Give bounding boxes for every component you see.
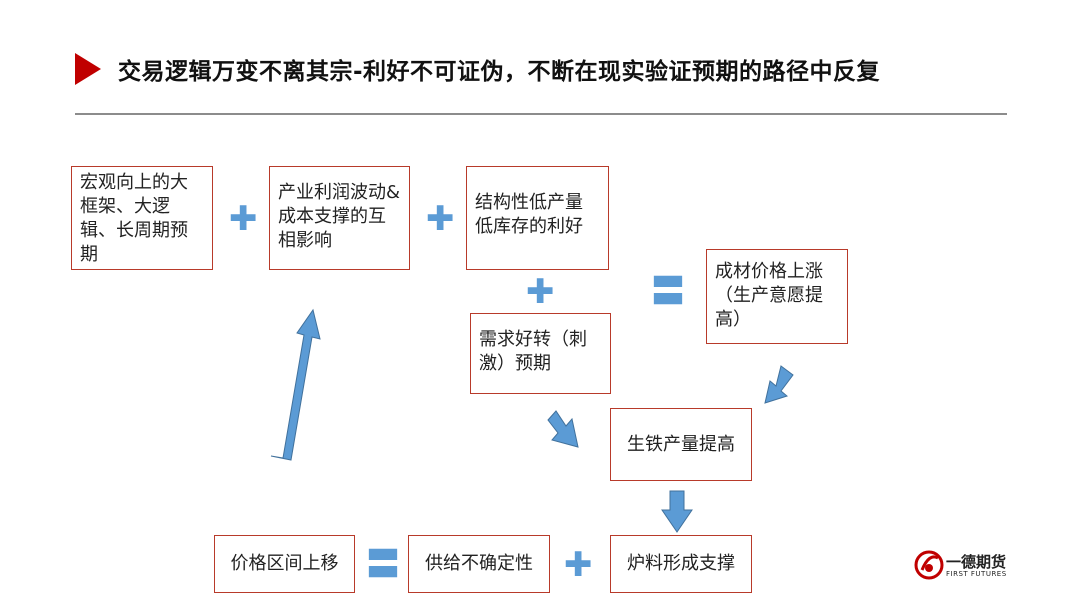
arrow-price-to-pig-iron	[764, 365, 794, 404]
company-logo	[914, 550, 944, 580]
box-furnace: 炉料形成支撑	[610, 535, 752, 593]
logo-name: 一德期货	[946, 553, 1007, 571]
equals-symbol-1: 〓	[651, 272, 685, 312]
box-macro: 宏观向上的大框架、大逻辑、长周期预期	[71, 166, 213, 270]
plus-symbol-2: ✚	[426, 199, 455, 239]
plus-symbol-1: ✚	[229, 199, 258, 239]
title-marker-icon	[75, 53, 101, 85]
arrow-demand-to-pig-iron	[547, 410, 579, 448]
logo-subtitle: FIRST FUTURES	[946, 570, 1007, 578]
equals-symbol-2: 〓	[366, 545, 400, 585]
arrow-up-to-profit	[270, 308, 321, 461]
box-profit: 产业利润波动&成本支撑的互相影响	[269, 166, 410, 270]
box-demand: 需求好转（刺激）预期	[470, 313, 611, 394]
box-pig-iron: 生铁产量提高	[610, 408, 752, 481]
box-uncertain: 供给不确定性	[408, 535, 550, 593]
box-price-up: 成材价格上涨（生产意愿提高）	[706, 249, 848, 344]
box-structural: 结构性低产量低库存的利好	[466, 166, 609, 270]
plus-symbol-3: ✚	[526, 272, 555, 312]
title-divider	[75, 113, 1007, 115]
page-title: 交易逻辑万变不离其宗-利好不可证伪，不断在现实验证预期的路径中反复	[118, 59, 881, 85]
box-range-up: 价格区间上移	[214, 535, 355, 593]
arrow-pig-iron-to-furnace	[661, 490, 693, 533]
plus-symbol-4: ✚	[564, 545, 593, 585]
